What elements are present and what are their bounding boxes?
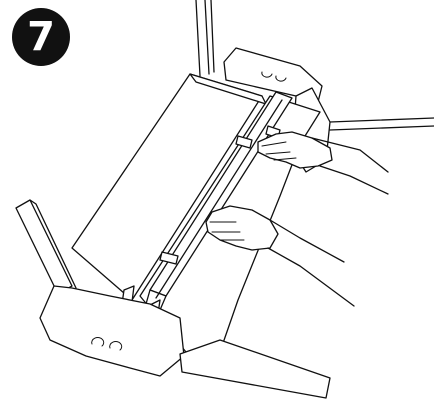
- top-bracket-hole-left: [261, 71, 273, 78]
- bottom-right-foot: [179, 339, 331, 399]
- lower-hand: [205, 205, 355, 307]
- upper-hand: [257, 131, 389, 195]
- step-number-badge: 7: [12, 8, 70, 66]
- frame-posts: [195, 0, 434, 131]
- top-base-bracket: [223, 47, 323, 103]
- top-bracket-hole-right: [275, 75, 287, 82]
- crossbar-clip-1: [235, 135, 253, 149]
- bottom-bracket-hole-right: [109, 341, 123, 351]
- bottom-base-bracket: [39, 285, 185, 377]
- left-upright-flap: [15, 199, 73, 295]
- bottom-bracket-hole-left: [91, 337, 105, 347]
- crossbar-clip-3: [159, 251, 179, 265]
- step-number: 7: [27, 14, 55, 60]
